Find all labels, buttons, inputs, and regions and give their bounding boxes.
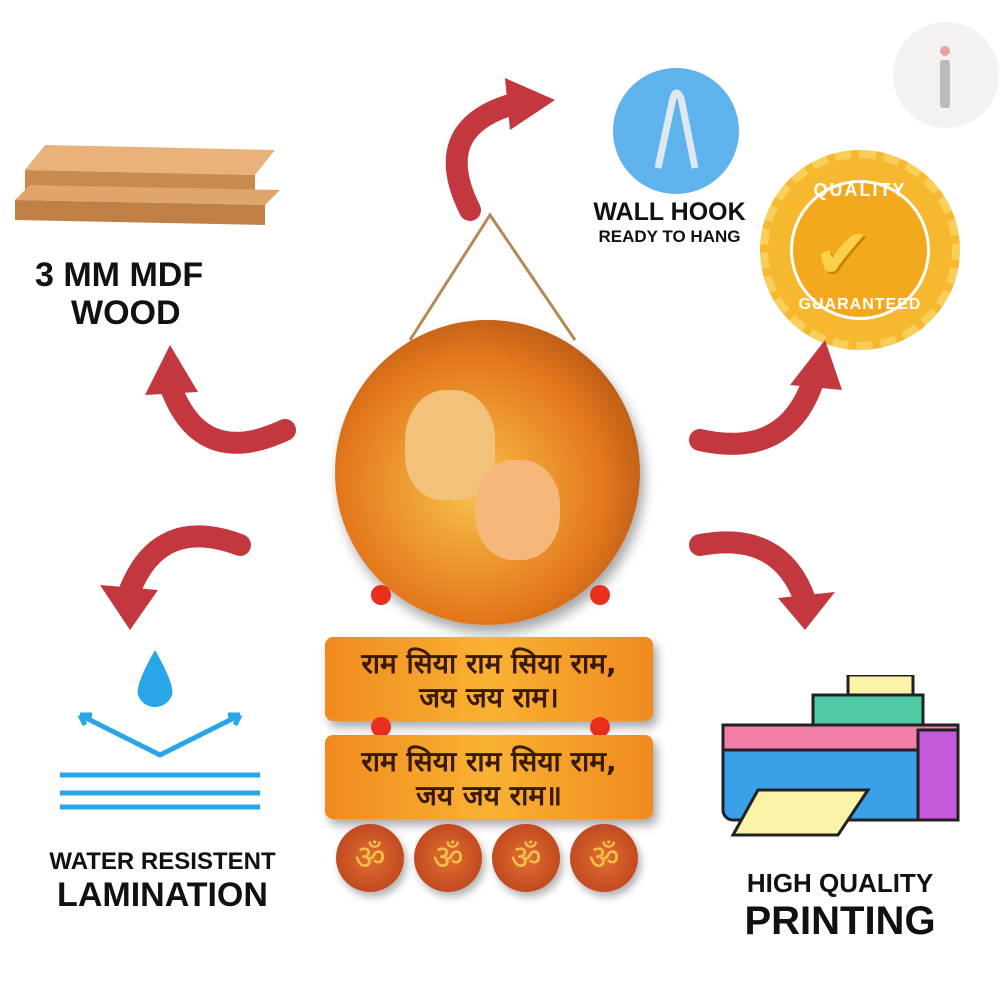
arrowhead-printing bbox=[778, 592, 835, 630]
bead bbox=[590, 585, 610, 605]
om-disc: ॐ bbox=[414, 824, 482, 892]
wood-planks-icon bbox=[5, 140, 285, 235]
wall-hook-line1: WALL HOOK bbox=[593, 198, 746, 226]
wall-hook-label: WALL HOOK READY TO HANG bbox=[582, 198, 757, 247]
wood-label: 3 MM MDF WOOD bbox=[35, 256, 203, 332]
checkmark-icon: ✔ bbox=[813, 215, 872, 293]
water-line1: WATER RESISTENT bbox=[49, 848, 276, 875]
arrowhead-wood bbox=[145, 345, 198, 395]
sign1-line1: राम सिया राम सिया राम, bbox=[361, 647, 617, 680]
water-line2: LAMINATION bbox=[57, 876, 268, 914]
arrow-to-quality bbox=[689, 364, 826, 455]
printer-icon bbox=[718, 673, 963, 850]
sign1-line2: जय जय राम। bbox=[419, 681, 559, 714]
ram-sita-plaque bbox=[335, 320, 640, 625]
hanging-string bbox=[408, 212, 577, 341]
chant-sign-1: राम सिया राम सिया राम, जय जय राम। bbox=[325, 637, 653, 721]
wall-hook-line2: READY TO HANG bbox=[598, 227, 741, 246]
bead bbox=[371, 585, 391, 605]
chant-sign-2: राम सिया राम सिया राम, जय जय राम॥ bbox=[325, 735, 653, 819]
printing-line2: PRINTING bbox=[744, 899, 936, 943]
wall-hook-icon bbox=[613, 68, 739, 194]
arrow-to-printing bbox=[689, 531, 816, 611]
quality-guaranteed-badge: QUALITY ✔ GUARANTEED bbox=[760, 150, 960, 350]
arrow-to-water bbox=[119, 525, 251, 601]
arrow-to-hook bbox=[445, 94, 521, 221]
arrowhead-hook bbox=[505, 78, 555, 130]
water-resistant-icon bbox=[60, 645, 270, 820]
om-disc: ॐ bbox=[492, 824, 560, 892]
printing-line1: HIGH QUALITY bbox=[746, 868, 934, 898]
wood-label-line1: 3 MM MDF bbox=[35, 256, 204, 294]
water-label: WATER RESISTENT LAMINATION bbox=[40, 848, 285, 915]
brand-logo bbox=[893, 22, 999, 128]
arrowhead-quality bbox=[790, 340, 842, 390]
bead bbox=[590, 717, 610, 737]
wood-label-line2: WOOD bbox=[71, 294, 181, 332]
bead bbox=[371, 717, 391, 737]
arrowhead-water bbox=[100, 585, 158, 630]
sign2-line1: राम सिया राम सिया राम, bbox=[361, 745, 617, 778]
guaranteed-text: GUARANTEED bbox=[798, 296, 922, 313]
quality-text: QUALITY bbox=[813, 180, 907, 200]
arrow-to-wood bbox=[159, 374, 296, 454]
sign2-line2: जय जय राम॥ bbox=[416, 779, 562, 812]
om-disc: ॐ bbox=[570, 824, 638, 892]
printing-label: HIGH QUALITY PRINTING bbox=[725, 868, 955, 944]
om-disc: ॐ bbox=[336, 824, 404, 892]
